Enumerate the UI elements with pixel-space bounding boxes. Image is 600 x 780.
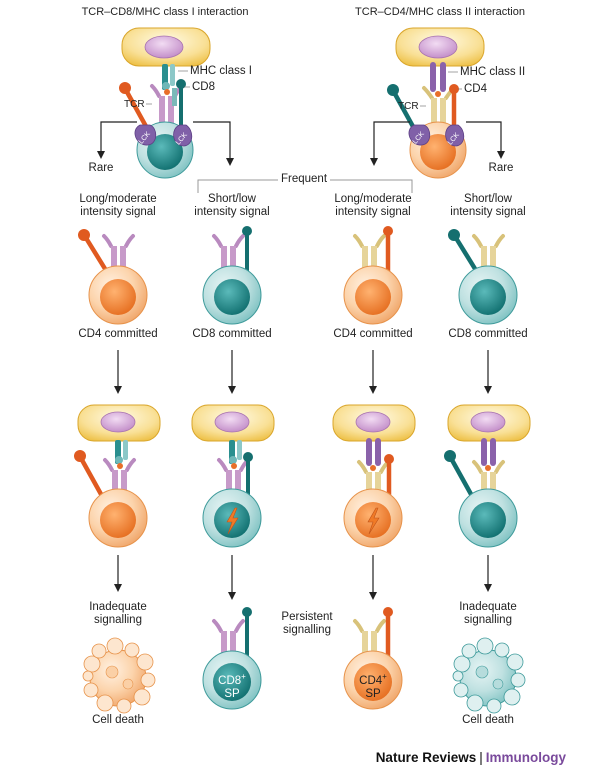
apoptotic-cell-left [82, 637, 156, 714]
label-rare-left: Rare [88, 162, 114, 174]
sp-name: CD8 [218, 674, 242, 687]
cd4-sp-label: CD4+ SP [348, 670, 398, 701]
tcr-receptor [102, 234, 135, 274]
tcr-receptor [212, 619, 245, 657]
row2-col4-cell [448, 229, 518, 325]
row3-col4-interaction [444, 404, 531, 548]
persistent-signalling: Persistent signalling [272, 611, 342, 637]
lck-kinase-right: LCK [173, 124, 193, 147]
journal-footer: Nature Reviews|Immunology [376, 750, 566, 765]
outcome-line: Inadequate [459, 601, 517, 613]
title-left: TCR–CD8/MHC class I interaction [81, 6, 249, 18]
frequent-bracket [197, 179, 413, 193]
footer-separator: | [479, 750, 483, 765]
row2-col1-cell [78, 229, 148, 325]
label-mhc-class-i: MHC class I [190, 65, 252, 77]
apc-nucleus [144, 35, 184, 59]
signal-line: Long/moderate [334, 193, 412, 205]
apc-nucleus [418, 35, 458, 59]
sp-name: CD4 [359, 674, 383, 687]
cd8-coreceptor [172, 79, 186, 128]
label-tcr-left: TCR [124, 99, 145, 110]
sp-text: SP [365, 687, 381, 700]
cd4-coreceptor [449, 84, 459, 130]
peptide [164, 89, 170, 95]
sp-sup: + [241, 672, 246, 681]
outcome-line: signalling [94, 614, 142, 626]
tcr-receptor [472, 234, 505, 274]
signal-line: intensity signal [450, 206, 526, 218]
label-cd4: CD4 [464, 83, 488, 95]
lck-kinase-left: LCK [408, 124, 431, 146]
cell-death-right: Cell death [462, 714, 514, 726]
label-tcr-right: TCR [398, 101, 419, 112]
mhc-class-ii-molecule [430, 62, 446, 92]
outcome-line: Persistent [281, 611, 333, 623]
inadequate-signalling-right: Inadequate signalling [438, 601, 538, 627]
row3-col3-interaction [332, 404, 416, 548]
apoptotic-cell-right [452, 637, 526, 714]
committed-col2: CD8 committed [192, 328, 272, 340]
row2-col2-cell [202, 226, 262, 325]
outcome-line: signalling [283, 624, 331, 636]
cd8-sp-label: CD8+ SP [207, 670, 257, 701]
mhc-class-i-molecule [162, 64, 175, 90]
sp-sup: + [382, 672, 387, 681]
inadequate-signalling-left: Inadequate signalling [68, 601, 168, 627]
label-mhc-class-ii: MHC class II [460, 66, 526, 78]
top-right-interaction: LCK LCK [370, 27, 505, 179]
cd4-sp-cell [343, 607, 403, 710]
top-left-interaction: LCK LCK [97, 27, 234, 179]
arrow-rare-left [97, 121, 137, 159]
tcr-receptor [353, 619, 386, 657]
arrow-frequent-left [193, 121, 234, 166]
signal-line: Long/moderate [79, 193, 157, 205]
cd4-coreceptor-unbound [119, 82, 151, 133]
thymocyte-nucleus [420, 134, 456, 170]
label-cd8: CD8 [192, 81, 216, 93]
lightning-icon [367, 507, 380, 535]
signal-label-col1: Long/moderate intensity signal [68, 193, 168, 219]
label-rare-right: Rare [488, 162, 514, 174]
signal-line: intensity signal [335, 206, 411, 218]
tcr-receptor [212, 234, 245, 274]
outcome-line: signalling [464, 614, 512, 626]
committed-col3: CD4 committed [333, 328, 413, 340]
peptide [435, 91, 441, 97]
tcr-receptor [353, 234, 386, 274]
outcome-line: Inadequate [89, 601, 147, 613]
signal-label-col3: Long/moderate intensity signal [323, 193, 423, 219]
signal-label-col4: Short/low intensity signal [438, 193, 538, 219]
arrow-frequent-right [370, 121, 410, 166]
thymocyte-nucleus [147, 134, 183, 170]
publisher-name: Nature Reviews [375, 750, 477, 765]
signal-label-col2: Short/low intensity signal [182, 193, 282, 219]
lck-kinase-right: LCK [445, 124, 465, 147]
signal-line: intensity signal [194, 206, 270, 218]
row3-col1-interaction [74, 404, 161, 548]
cd8-sp-cell [202, 607, 262, 710]
signal-line: Short/low [464, 193, 512, 205]
title-right: TCR–CD4/MHC class II interaction [355, 6, 525, 18]
arrow-rare-right [466, 121, 505, 159]
committed-col1: CD4 committed [78, 328, 158, 340]
sp-text: SP [224, 687, 240, 700]
signal-line: Short/low [208, 193, 256, 205]
cell-death-left: Cell death [92, 714, 144, 726]
committed-col4: CD8 committed [448, 328, 528, 340]
lightning-icon [226, 507, 239, 535]
row3-col2-interaction [191, 404, 275, 548]
signal-line: intensity signal [80, 206, 156, 218]
journal-name: Immunology [485, 750, 566, 765]
row2-col3-cell [343, 226, 403, 325]
lck-kinase-left: LCK [134, 124, 157, 146]
label-frequent: Frequent [280, 173, 328, 185]
